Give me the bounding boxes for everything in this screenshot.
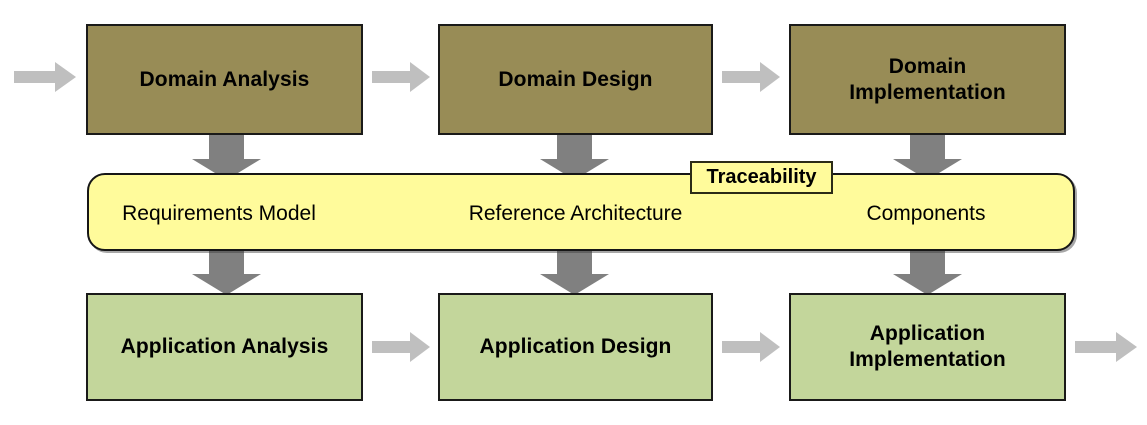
reference-architecture-to-application-design-arrow-icon bbox=[540, 248, 609, 295]
application-design-box[interactable]: Application Design bbox=[438, 293, 713, 401]
application-design-label: Application Design bbox=[479, 335, 672, 359]
application-design-to-implementation-arrow-icon bbox=[722, 332, 780, 362]
application-analysis-label: Application Analysis bbox=[120, 335, 329, 359]
domain-design-to-reference-architecture-arrow-icon bbox=[540, 133, 609, 180]
components-to-application-implementation-arrow-icon bbox=[893, 248, 962, 295]
domain-design-to-implementation-arrow-icon bbox=[722, 62, 780, 92]
application-implementation-label: Application Implementation bbox=[849, 322, 1006, 371]
domain-analysis-label: Domain Analysis bbox=[139, 67, 310, 91]
traceability-label: Traceability bbox=[706, 166, 817, 188]
core-assets-bar bbox=[87, 173, 1075, 251]
inbound-domain-arrow-icon bbox=[14, 62, 76, 92]
domain-analysis-to-design-arrow-icon bbox=[372, 62, 430, 92]
requirements-model-label: Requirements Model bbox=[122, 202, 316, 225]
application-implementation-box[interactable]: Application Implementation bbox=[789, 293, 1066, 401]
traceability-callout[interactable]: Traceability bbox=[690, 161, 833, 194]
domain-implementation-to-components-arrow-icon bbox=[893, 133, 962, 180]
application-analysis-box[interactable]: Application Analysis bbox=[86, 293, 363, 401]
requirements-model-to-application-analysis-arrow-icon bbox=[192, 248, 261, 295]
domain-design-box[interactable]: Domain Design bbox=[438, 24, 713, 135]
domain-design-label: Domain Design bbox=[498, 67, 653, 91]
reference-architecture-label: Reference Architecture bbox=[468, 202, 683, 225]
components-label: Components bbox=[866, 202, 986, 225]
outbound-application-arrow-icon bbox=[1075, 332, 1137, 362]
domain-implementation-box[interactable]: Domain Implementation bbox=[789, 24, 1066, 135]
application-analysis-to-design-arrow-icon bbox=[372, 332, 430, 362]
domain-implementation-label: Domain Implementation bbox=[849, 54, 1006, 104]
domain-analysis-to-requirements-model-arrow-icon bbox=[192, 133, 261, 180]
domain-analysis-box[interactable]: Domain Analysis bbox=[86, 24, 363, 135]
